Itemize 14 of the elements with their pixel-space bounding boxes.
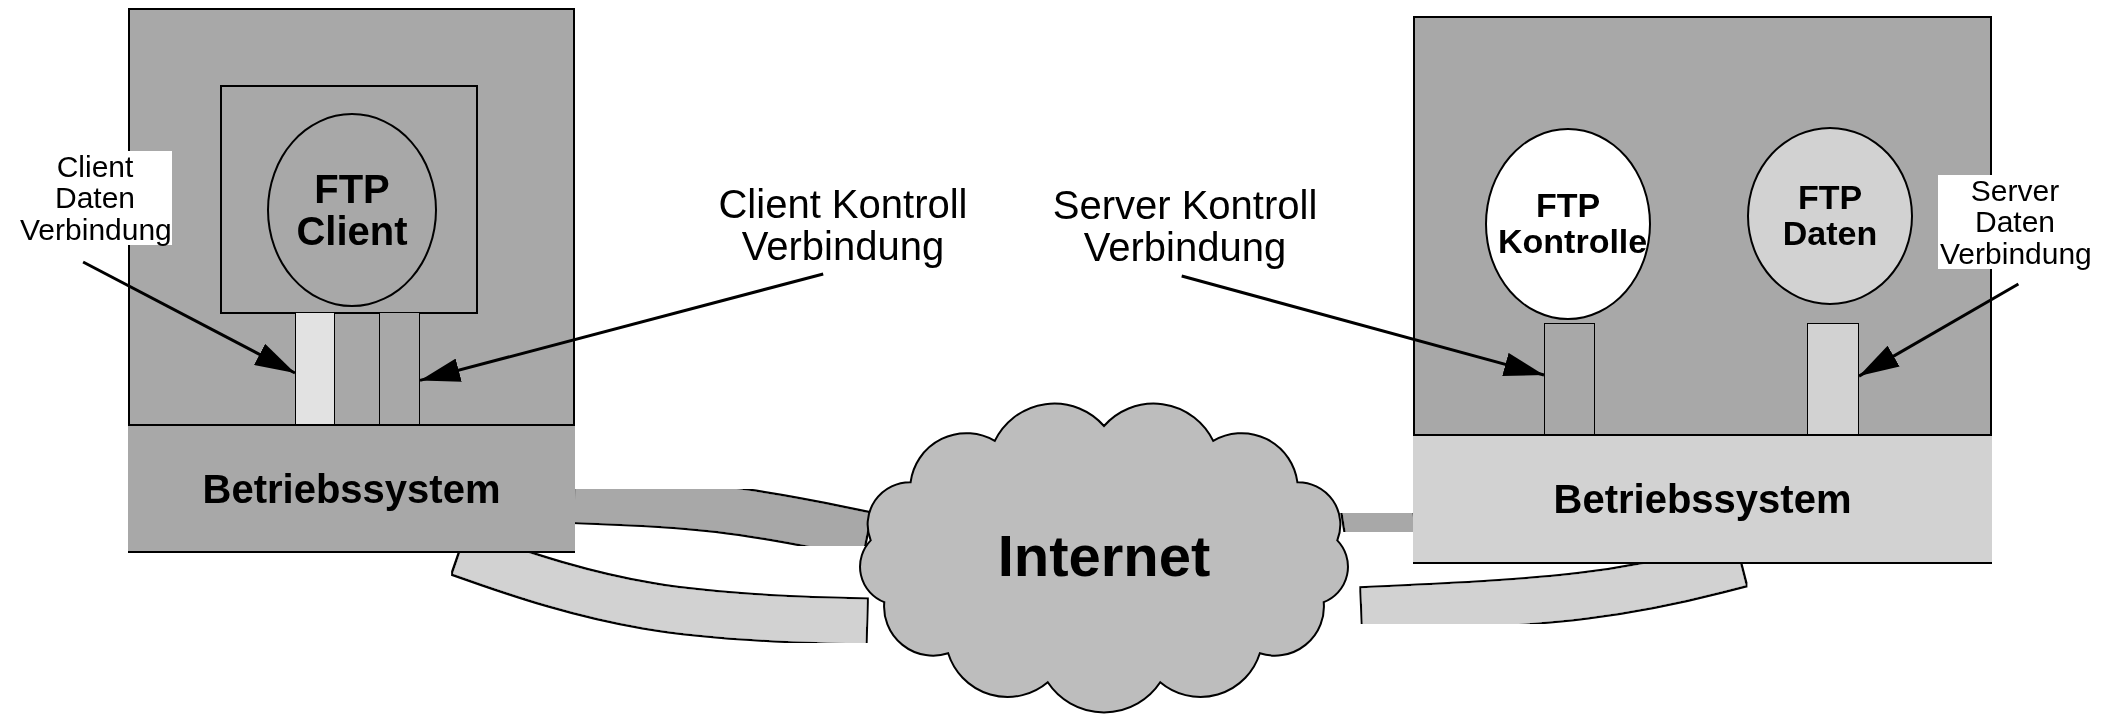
port-bar [1544, 323, 1595, 436]
process-ellipse: FTP Daten [1747, 127, 1913, 305]
network-link [574, 478, 871, 557]
process-ellipse: FTP Client [267, 113, 437, 307]
process-ellipse: FTP Kontrolle [1485, 128, 1651, 320]
arrow [1181, 274, 1545, 377]
port-bar [295, 312, 335, 426]
arrow [419, 272, 824, 382]
process-box [220, 85, 478, 314]
port-bar [1807, 323, 1859, 436]
os-layer-band: Betriebssystem [1413, 434, 1992, 564]
arrow [82, 260, 296, 375]
os-layer-band: Betriebssystem [128, 424, 575, 553]
port-bar [379, 312, 420, 426]
